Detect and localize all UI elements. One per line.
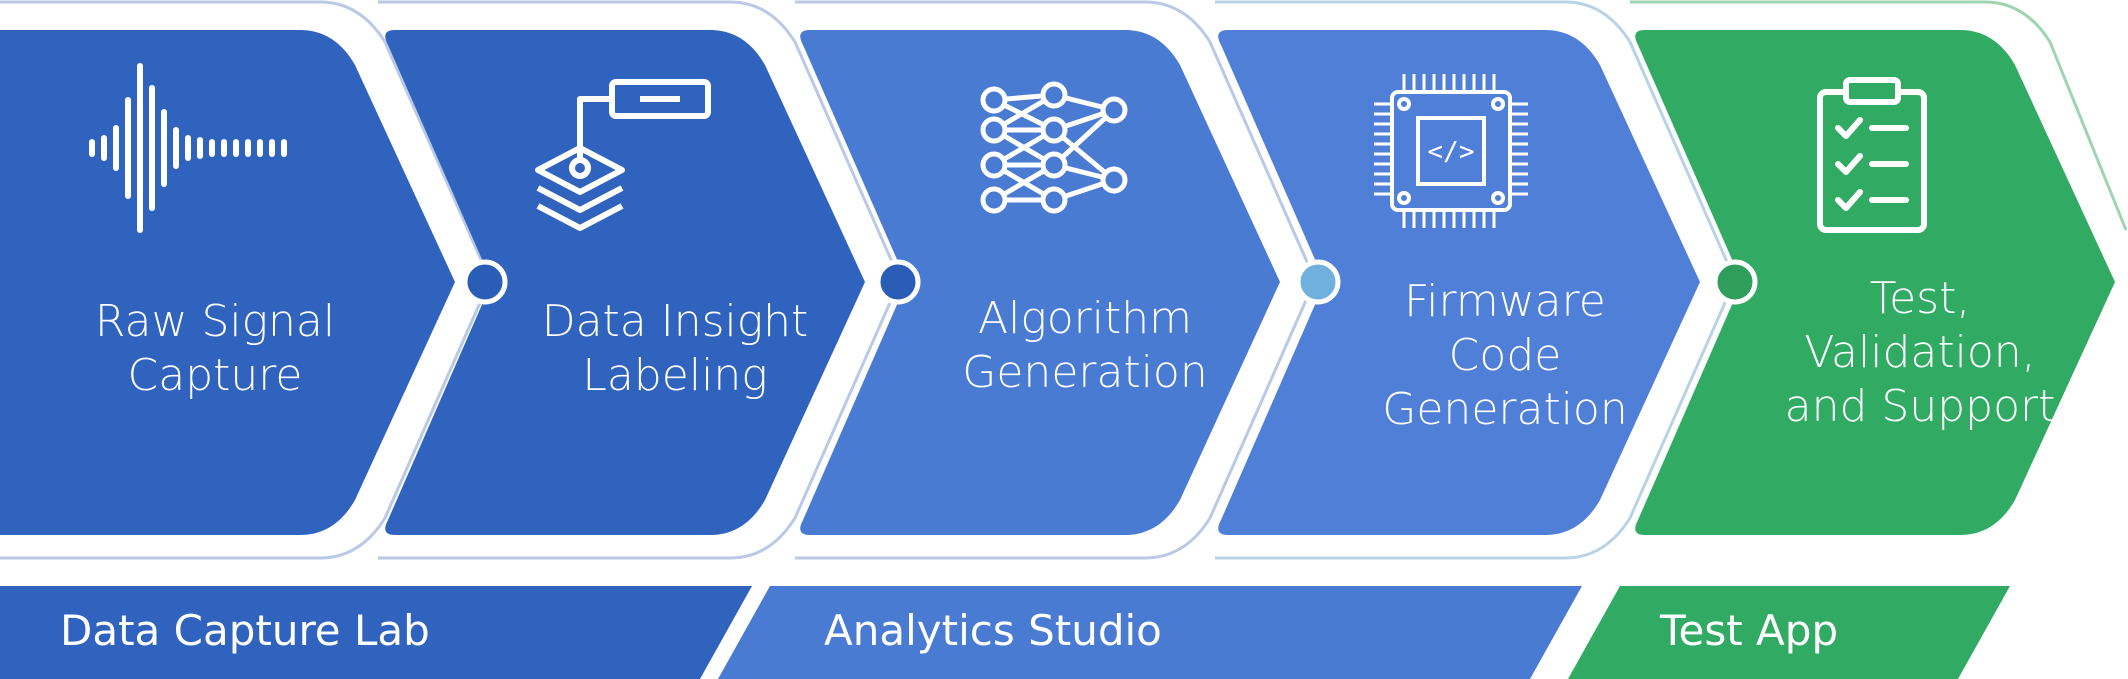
chevron-stage-4: [1218, 30, 1700, 535]
stage-4-line-2: Code: [1448, 330, 1562, 381]
stage-5-line-2: Validation,: [1804, 327, 2036, 378]
stage-3-line-2: Generation: [962, 347, 1208, 398]
tool-label-analytics-studio: Analytics Studio: [824, 606, 1162, 655]
stage-label-2: Data Insight Labeling: [500, 295, 850, 403]
chevron-stage-2: [385, 30, 865, 535]
clipboard-checklist-icon: [1817, 77, 1927, 233]
connector-dot-1: [462, 259, 508, 305]
stage-label-4: Firmware Code Generation: [1330, 275, 1680, 437]
stage-4-line-1: Firmware: [1404, 276, 1606, 327]
connector-dot-2: [875, 259, 921, 305]
tool-label-data-capture-lab: Data Capture Lab: [60, 606, 430, 655]
neural-network-icon: [980, 81, 1128, 214]
outline-5: [1630, 0, 2128, 231]
stage-label-3: Algorithm Generation: [910, 292, 1260, 400]
chevron-stage-3: [800, 30, 1280, 535]
connector-dot-3: [1295, 259, 1341, 305]
stage-label-5: Test, Validation, and Support: [1745, 272, 2095, 434]
svg-text:</>: </>: [1428, 137, 1475, 167]
stage-1-line-1: Raw Signal: [94, 296, 336, 347]
waveform-icon: [89, 63, 287, 233]
stage-2-line-2: Labeling: [582, 350, 768, 401]
chevron-stage-5: [1635, 30, 2115, 535]
microchip-code-icon: </>: [1374, 74, 1528, 228]
tool-label-test-app: Test App: [1660, 606, 1839, 655]
stage-5-line-1: Test,: [1869, 273, 1971, 324]
stage-4-line-3: Generation: [1382, 384, 1628, 435]
data-layers-label-icon: [535, 79, 711, 231]
connector-dot-4: [1712, 259, 1758, 305]
stage-1-line-2: Capture: [127, 350, 303, 401]
tool-bar-analytics-studio: [718, 586, 1582, 679]
tool-bar-test-app: [1568, 586, 2010, 679]
stage-label-1: Raw Signal Capture: [30, 295, 400, 403]
chevron-stage-1: [0, 30, 455, 535]
stage-2-line-1: Data Insight: [541, 296, 809, 347]
tool-bar-data-capture-lab: [0, 586, 752, 679]
stage-5-line-3: and Support: [1784, 381, 2056, 432]
stage-3-line-1: Algorithm: [978, 293, 1192, 344]
